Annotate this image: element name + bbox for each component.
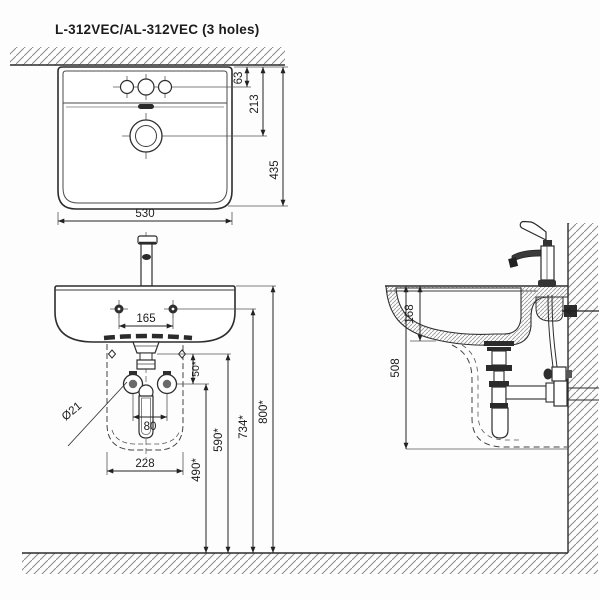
dim-228: 228 bbox=[135, 458, 154, 470]
mounting-holes-front bbox=[110, 300, 256, 318]
angle-valve bbox=[551, 366, 567, 382]
dim-165: 165 bbox=[136, 313, 155, 325]
wall-hatch-top bbox=[10, 47, 285, 65]
dim-435: 435 bbox=[269, 160, 281, 179]
side-dimensions: 168 508 bbox=[390, 286, 568, 450]
faucet-side bbox=[508, 220, 556, 287]
leader-line-o21 bbox=[67, 381, 128, 447]
trap-assembly-side bbox=[484, 341, 599, 439]
faucet-hole-center bbox=[137, 78, 155, 96]
trap-nut bbox=[136, 359, 156, 370]
pedestal-outline-side bbox=[451, 344, 567, 448]
wall-flange bbox=[553, 378, 568, 407]
dim-o21: Ø21 bbox=[60, 400, 84, 423]
dim-50: 50* bbox=[190, 361, 202, 377]
basin-back-bracket bbox=[535, 296, 564, 322]
floor-section bbox=[22, 552, 598, 574]
trap-assembly-front bbox=[122, 341, 178, 439]
overflow-slot bbox=[138, 104, 154, 109]
model-title: L-312VEC/AL-312VEC (3 holes) bbox=[55, 22, 260, 37]
trap-bottle-side bbox=[491, 407, 509, 439]
dim-800: 800* bbox=[258, 400, 270, 424]
wall-section-top bbox=[10, 47, 285, 66]
trap-outlet-pipe bbox=[505, 385, 549, 400]
dim-490: 490* bbox=[191, 458, 203, 482]
pedestal-inner-side bbox=[461, 344, 522, 441]
faucet-handle bbox=[519, 220, 547, 241]
tailpiece-flange bbox=[132, 341, 160, 354]
faucet-front bbox=[137, 235, 158, 287]
basin-bottom-band bbox=[103, 333, 193, 341]
drain-hole-inner bbox=[135, 125, 157, 147]
floor-hatch bbox=[22, 553, 598, 574]
installation-front-view bbox=[54, 232, 256, 458]
basin-top-view bbox=[57, 66, 267, 210]
dim-734: 734* bbox=[238, 415, 250, 439]
faucet-logo-mark bbox=[142, 254, 151, 260]
pedestal-fixing-left bbox=[107, 349, 117, 359]
dim-213: 213 bbox=[249, 94, 261, 113]
angle-valve-knob bbox=[543, 368, 553, 380]
faucet-hole-left bbox=[119, 79, 135, 95]
basin-outline-front bbox=[54, 285, 236, 343]
water-inlet-indicator bbox=[562, 305, 599, 317]
basin-inner-outline-plan bbox=[62, 70, 228, 204]
faucet-aerator bbox=[508, 257, 519, 268]
dim-530: 530 bbox=[135, 208, 154, 220]
pedestal-inner-front bbox=[111, 429, 181, 445]
installation-side-view bbox=[385, 220, 599, 448]
dim-508: 508 bbox=[390, 358, 402, 377]
dim-63: 63 bbox=[233, 72, 245, 85]
supply-line-side bbox=[543, 294, 572, 382]
dim-80: 80 bbox=[144, 421, 157, 433]
plan-dimensions: 530 63 213 435 bbox=[57, 66, 288, 225]
dim-590: 590* bbox=[213, 428, 225, 452]
faucet-hole-right bbox=[157, 79, 173, 95]
